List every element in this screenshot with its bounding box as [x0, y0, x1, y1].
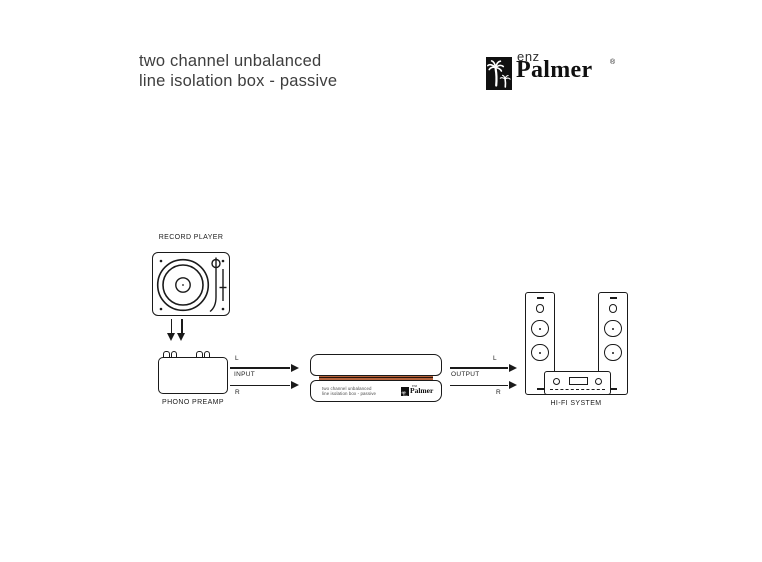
isolation-box-brand-logo: enz Palmer: [401, 383, 435, 398]
phono-preamp-label: PHONO PREAMP: [162, 399, 224, 406]
tweeter-icon: [608, 304, 618, 313]
speaker-right: [598, 292, 628, 395]
isolation-box-lid: [310, 354, 442, 376]
isolation-box-brand-name: Palmer: [410, 386, 434, 395]
input-right-channel-label: R: [235, 388, 240, 396]
woofer-icon: [604, 320, 622, 338]
palm-tree-icon-small: [401, 386, 409, 397]
isolation-box-caption-line1: two channel unbalanced: [322, 385, 372, 391]
output-left-channel-label: L: [493, 355, 497, 362]
record-player: [152, 252, 230, 316]
input-left-channel-label: L: [235, 355, 239, 362]
amp-knob-icon: [595, 377, 602, 385]
brand-wordmark: Palmer: [516, 57, 593, 83]
brand-enz-text: enz: [517, 49, 540, 64]
tweeter-icon: [535, 304, 545, 313]
isolation-box-caption: two channel unbalanced line isolation bo…: [322, 386, 376, 397]
output-label: OUTPUT: [451, 371, 480, 378]
amp-knob-icon: [552, 377, 560, 385]
hifi-system-label: HI-FI SYSTEM: [550, 400, 602, 407]
speaker-port-icon: [536, 388, 544, 390]
page-title-line1: two channel unbalanced: [139, 52, 322, 70]
amplifier: [544, 371, 611, 395]
registered-trademark-symbol: ®: [610, 59, 616, 66]
isolation-box-caption-line2: line isolation box - passive: [322, 390, 377, 396]
speaker-left: [525, 292, 555, 395]
record-player-label: RECORD PLAYER: [158, 234, 224, 241]
amp-display: [568, 377, 588, 385]
woofer-icon: [604, 344, 622, 362]
turntable-graphic: [156, 257, 227, 313]
page-title-line2: line isolation box - passive: [139, 71, 338, 90]
down-arrow-right: [178, 319, 185, 341]
output-right-channel-label: R: [496, 388, 501, 396]
phono-preamp: [158, 357, 228, 394]
down-arrow-left: [167, 319, 174, 341]
input-arrow-right-channel: [230, 382, 299, 389]
output-arrow-left-channel: [450, 364, 517, 371]
isolation-box-body: [310, 380, 442, 402]
speaker-port-icon: [609, 297, 617, 299]
page-title: two channel unbalanced line isolation bo…: [139, 52, 337, 91]
input-arrow-left-channel: [230, 364, 299, 371]
speaker-port-icon: [536, 297, 544, 299]
isolation-box-front-band: [319, 375, 433, 381]
woofer-icon: [531, 344, 549, 362]
palm-tree-icon: [486, 57, 512, 90]
output-arrow-right-channel: [450, 382, 517, 389]
input-label: INPUT: [234, 371, 255, 378]
speaker-port-icon: [609, 388, 617, 390]
woofer-icon: [531, 320, 549, 338]
brand-logo: enz Palmer ®: [486, 49, 626, 95]
amp-vents-icon: [549, 388, 605, 390]
isolation-box-brand-enz: enz: [412, 383, 418, 388]
